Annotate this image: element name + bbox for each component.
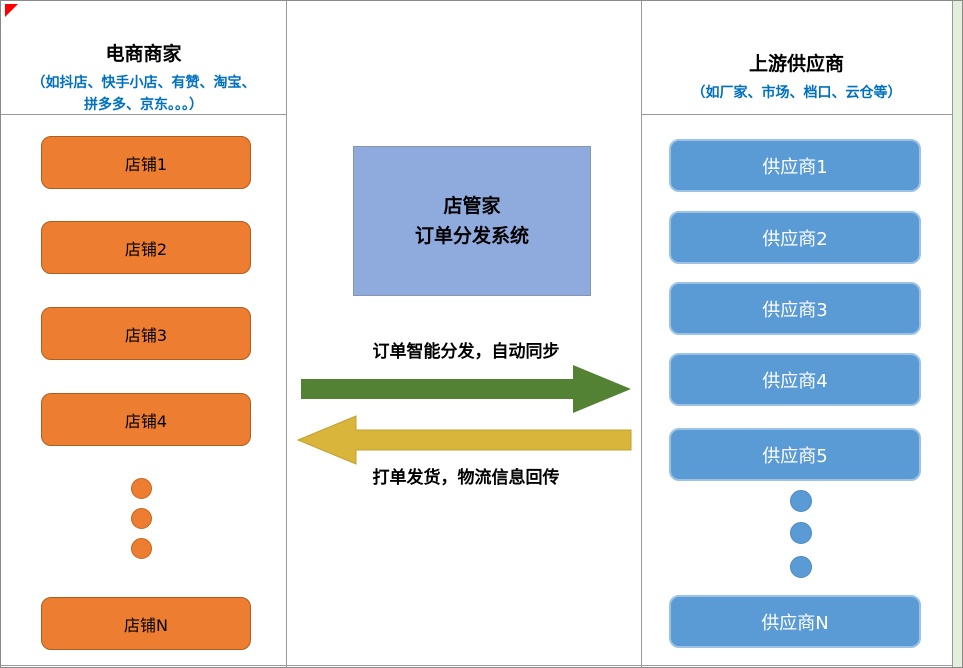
shop-box-4: 店铺4	[41, 393, 251, 446]
supplier-box-label: 供应商N	[761, 612, 829, 634]
sheet-edge-strip	[952, 1, 962, 667]
column-divider-right	[641, 1, 642, 667]
ellipsis-dot-orange	[131, 478, 152, 499]
supplier-box-label: 供应商4	[762, 370, 828, 392]
shop-box-label: 店铺4	[124, 411, 168, 431]
supplier-box-1: 供应商1	[669, 139, 921, 192]
ellipsis-dot-orange	[131, 508, 152, 529]
left-column-subtitle: （如抖店、快手小店、有赞、淘宝、 拼多多、京东。。。）	[1, 73, 286, 116]
left-subtitle-line1: （如抖店、快手小店、有赞、淘宝、	[31, 75, 256, 91]
left-header-underline	[1, 114, 286, 115]
supplier-box-label: 供应商5	[762, 445, 828, 467]
forward-arrow-label: 订单智能分发，自动同步	[372, 342, 560, 362]
supplier-box-label: 供应商3	[762, 299, 828, 321]
shop-box-1: 店铺1	[41, 136, 251, 189]
shop-box-3: 店铺3	[41, 307, 251, 360]
red-corner-flag-icon	[5, 4, 18, 17]
system-title-line1: 店管家	[443, 194, 501, 217]
shop-box-label: 店铺2	[124, 239, 168, 259]
supplier-box-5: 供应商5	[669, 428, 921, 481]
shop-box-label: 店铺1	[124, 154, 168, 174]
ellipsis-dot-blue	[790, 556, 812, 578]
shop-box-2: 店铺2	[41, 221, 251, 274]
right-column-title: 上游供应商	[748, 53, 844, 75]
forward-arrow-right-icon	[301, 365, 631, 413]
shop-box-label: 店铺N	[124, 615, 168, 635]
supplier-box-4: 供应商4	[669, 353, 921, 406]
backward-arrow-label: 打单发货，物流信息回传	[372, 468, 560, 488]
shop-box-label: 店铺3	[124, 325, 168, 345]
left-column-title: 电商商家	[105, 43, 182, 65]
right-column-subtitle: （如厂家、市场、档口、云仓等）	[691, 85, 902, 101]
supplier-box-n: 供应商N	[669, 595, 921, 648]
ellipsis-dot-blue	[790, 522, 812, 544]
supplier-box-3: 供应商3	[669, 282, 921, 335]
bottom-gridline	[1, 665, 952, 666]
system-title-line2: 订单分发系统	[414, 225, 529, 247]
shop-box-n: 店铺N	[41, 597, 251, 650]
ellipsis-dot-blue	[790, 490, 812, 512]
supplier-box-label: 供应商2	[762, 228, 828, 250]
left-subtitle-line2: 拼多多、京东。。。）	[84, 96, 203, 113]
ellipsis-dot-orange	[131, 538, 152, 559]
supplier-box-label: 供应商1	[762, 156, 828, 178]
order-system-box: 店管家 订单分发系统	[353, 146, 591, 296]
column-divider-left	[286, 1, 287, 667]
supplier-box-2: 供应商2	[669, 211, 921, 264]
right-header-underline	[641, 114, 952, 115]
backward-arrow-left-icon	[296, 415, 632, 465]
